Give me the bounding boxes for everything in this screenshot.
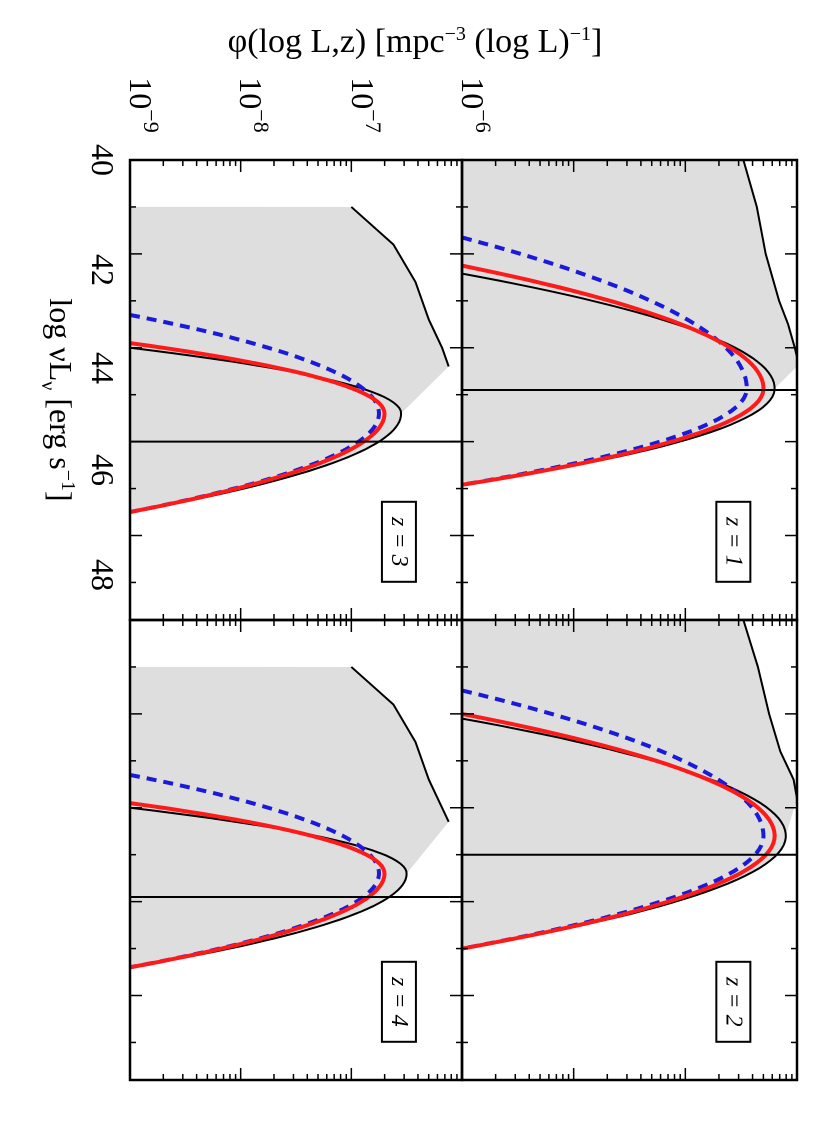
series-solid-red [130, 801, 387, 970]
y-tick-label: 10−7 [345, 77, 386, 132]
series-dashed-blue [462, 688, 766, 951]
panel-label-box [380, 960, 417, 1043]
band-upper-edge [350, 666, 450, 823]
uncertainty-band [130, 666, 449, 968]
y-tick-label: 10−8 [233, 77, 274, 132]
series-solid-red [462, 711, 777, 951]
panel-label-box [715, 500, 752, 583]
chart-panel: z = 3 [128, 158, 464, 622]
x-tick-label: 48 [85, 559, 121, 591]
panel-label: z = 1 [720, 516, 746, 567]
x-tick-label: 42 [85, 254, 121, 286]
x-tick-label: 46 [85, 454, 121, 486]
y-axis-label: φ(log L,z) [mpc−3 (log L)−1] [228, 23, 603, 60]
y-tick-labels: 10−9 10−8 10−7 10−6 [123, 77, 496, 132]
band-upper-edge [350, 206, 450, 367]
series-dashed-blue [462, 235, 749, 487]
x-tick-label: 44 [85, 352, 121, 384]
panel-label: z = 3 [386, 516, 412, 567]
chart-panel: z = 1 [460, 158, 799, 622]
uncertainty-band [130, 206, 449, 512]
x-tick-label: 40 [85, 144, 121, 176]
panel-label: z = 4 [386, 976, 412, 1027]
panel-frame [128, 618, 464, 1082]
y-tick-label: 10−6 [455, 77, 496, 132]
band-upper-edge [742, 620, 797, 799]
series-solid-red [130, 341, 387, 514]
panel-label-box [715, 960, 752, 1043]
y-tick-label: 10−9 [123, 77, 164, 132]
panels: z = 1 z = 2 z = 3 z = 4 [128, 158, 799, 1082]
panel-label: z = 2 [720, 976, 746, 1027]
chart-panel: z = 4 [128, 618, 464, 1082]
x-axis-label: log νLν [erg s−1] [37, 298, 79, 501]
uncertainty-band [462, 160, 797, 485]
chart-panel: z = 2 [460, 618, 799, 1082]
x-tick-labels: 40 42 44 46 48 [85, 144, 121, 591]
series-dashed-blue [130, 772, 382, 970]
uncertainty-band [462, 620, 797, 949]
panel-label-box [380, 500, 417, 583]
series-solid-red [462, 263, 766, 487]
